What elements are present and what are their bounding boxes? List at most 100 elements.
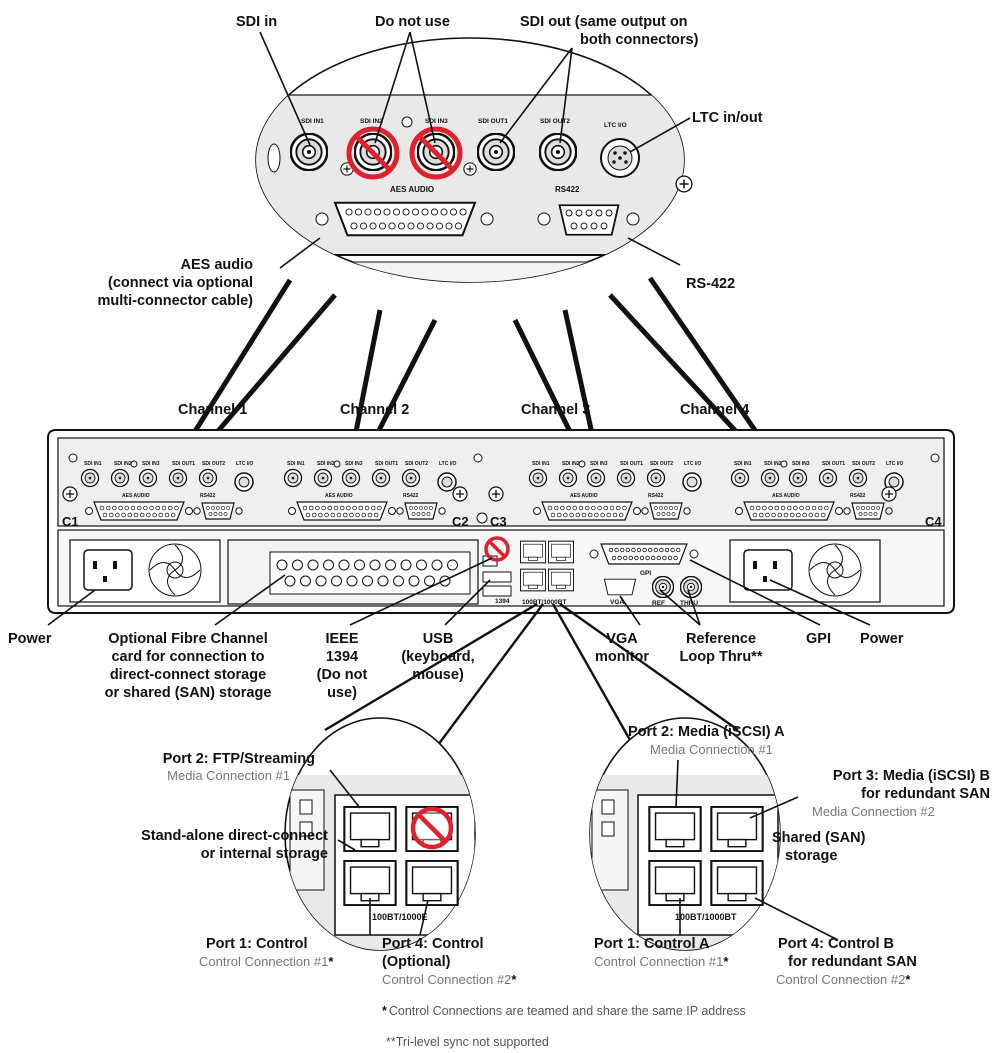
fibre-callout-line1: Optional Fibre Channel <box>108 631 268 647</box>
left-port4-title-line1: Port 4: Control <box>382 936 484 952</box>
panel-port-label: SDI IN2 <box>114 461 132 467</box>
do-not-use-callout: Do not use <box>375 14 450 30</box>
sdi-in1-label: SDI IN1 <box>301 118 324 125</box>
c4-label: C4 <box>925 514 942 529</box>
ltc-callout: LTC in/out <box>692 110 763 126</box>
fibre-callout-line2: card for connection to <box>111 649 264 665</box>
panel-rs422-label: RS422 <box>850 493 866 499</box>
gpi-panel-label: GPI <box>640 570 651 577</box>
left-storage-line2: or internal storage <box>201 846 328 862</box>
footnote-1: *Control Connections are teamed and shar… <box>382 1004 746 1018</box>
ref-label: REF <box>652 600 665 607</box>
usb-callout-line3: mouse) <box>412 667 464 683</box>
power-left-callout: Power <box>8 631 52 647</box>
panel-port-label: SDI IN2 <box>317 461 335 467</box>
top-detail-zoom: SDI IN1 SDI IN2 SDI IN3 SDI OUT1 SDI OUT… <box>250 38 710 302</box>
c2-label: C2 <box>452 514 469 529</box>
right-shared-line1: Shared (SAN) <box>772 830 866 846</box>
right-shared-line2: storage <box>785 848 837 864</box>
panel-port-label: SDI OUT2 <box>852 461 875 467</box>
fibre-callout-line4: or shared (SAN) storage <box>105 685 272 701</box>
panel-port-label: SDI OUT1 <box>620 461 643 467</box>
usb-port <box>483 586 511 596</box>
panel-port-label: SDI IN1 <box>532 461 550 467</box>
panel-aes-label: AES AUDIO <box>772 493 800 499</box>
rs422-label: RS422 <box>555 185 580 194</box>
screw-icon <box>676 176 692 192</box>
right-port1-sub: Control Connection #1* <box>594 954 729 969</box>
channel-1-label: Channel 1 <box>178 402 247 418</box>
panel-port-label: LTC I/O <box>439 461 457 467</box>
panel-aes-label: AES AUDIO <box>122 493 150 499</box>
prohibited-icon <box>413 809 451 847</box>
left-port1-sub: Control Connection #1* <box>199 954 334 969</box>
right-port1-title: Port 1: Control A <box>594 936 710 952</box>
thru-label: THRU <box>680 600 698 607</box>
panel-port-label: LTC I/O <box>236 461 254 467</box>
thru-bnc <box>680 576 701 597</box>
port-4-jack <box>406 861 457 905</box>
sdi-in1-bnc <box>291 134 327 170</box>
sdi-out1-label: SDI OUT1 <box>478 118 508 125</box>
panel-port-label: SDI IN1 <box>734 461 752 467</box>
left-port4-title-line2: (Optional) <box>382 954 451 970</box>
left-port4-sub: Control Connection #2* <box>382 972 517 987</box>
panel-aes-label: AES AUDIO <box>325 493 353 499</box>
channel-4-label: Channel 4 <box>680 402 749 418</box>
ieee-callout-line3: (Do not <box>317 667 368 683</box>
channel-2-label: Channel 2 <box>340 402 409 418</box>
fibre-channel-card <box>228 540 478 604</box>
ieee-callout-line4: use) <box>327 685 357 701</box>
sdi-out1-bnc <box>478 134 514 170</box>
zoom-lines-top <box>182 278 770 452</box>
panel-port-label: SDI OUT2 <box>405 461 428 467</box>
left-storage-line1: Stand-alone direct-connect <box>141 828 328 844</box>
panel-port-label: SDI OUT1 <box>172 461 195 467</box>
panel-port-label: SDI OUT1 <box>375 461 398 467</box>
left-port1-title: Port 1: Control <box>206 936 308 952</box>
ieee-callout-line2: 1394 <box>326 649 358 665</box>
sdi-in3-label: SDI IN3 <box>425 118 448 125</box>
power-right-callout: Power <box>860 631 904 647</box>
sdi-in2-label: SDI IN2 <box>360 118 383 125</box>
power-inlet-right <box>730 540 880 602</box>
usb-port <box>483 572 511 582</box>
fibre-callout-line3: direct-connect storage <box>110 667 266 683</box>
gpi-callout: GPI <box>806 631 831 647</box>
port-1-jack <box>649 861 700 905</box>
ltc-connector <box>601 139 639 177</box>
left-port2-title: Port 2: FTP/Streaming <box>163 751 315 767</box>
panel-port-label: LTC I/O <box>684 461 702 467</box>
panel-port-label: SDI OUT2 <box>650 461 673 467</box>
panel-port-label: SDI IN1 <box>84 461 102 467</box>
ref-bnc <box>652 576 673 597</box>
right-speed-label: 100BT/1000BT <box>675 912 737 922</box>
right-port4-sub: Control Connection #2* <box>776 972 911 987</box>
led-indicator <box>402 117 412 127</box>
port-2-jack <box>649 807 700 851</box>
panel-port-label: SDI IN3 <box>142 461 160 467</box>
c3-label: C3 <box>490 514 507 529</box>
sdi-out-callout-line1: SDI out (same output on <box>520 14 688 30</box>
aes-audio-label: AES AUDIO <box>390 185 434 194</box>
port-3-jack <box>711 807 762 851</box>
panel-rs422-label: RS422 <box>403 493 419 499</box>
panel-port-label: SDI IN3 <box>590 461 608 467</box>
panel-port-label: SDI IN2 <box>562 461 580 467</box>
ieee-callout-line1: IEEE <box>325 631 358 647</box>
panel-rs422-label: RS422 <box>648 493 664 499</box>
fw-label: 1394 <box>495 598 510 605</box>
panel-aes-label: AES AUDIO <box>570 493 598 499</box>
panel-port-label: SDI OUT2 <box>202 461 225 467</box>
right-port3-title-line1: Port 3: Media (iSCSI) B <box>833 768 990 784</box>
aes-audio-callout-line1: AES audio <box>180 257 253 273</box>
left-port2-sub: Media Connection #1 <box>167 768 290 783</box>
aes-audio-callout-line3: multi-connector cable) <box>98 293 254 309</box>
right-port4-title-line2: for redundant SAN <box>788 954 917 970</box>
left-speed-label: 100BT/1000E <box>372 912 428 922</box>
right-port4-title-line1: Port 4: Control B <box>778 936 894 952</box>
panel-port-label: LTC I/O <box>886 461 904 467</box>
reference-callout-line2: Loop Thru** <box>680 649 763 665</box>
rear-panel: SDI IN1 SDI IN2 SDI IN3 SDI OUT1 SDI OUT2 LTC… <box>48 430 954 613</box>
